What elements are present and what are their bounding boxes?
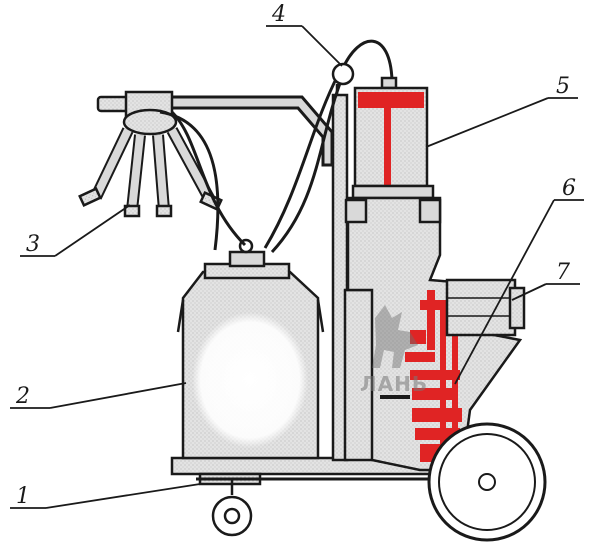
vacuum-gauge	[331, 62, 355, 95]
milking-cluster	[78, 90, 223, 218]
handle-bar	[163, 95, 334, 167]
label-2: 2	[16, 384, 30, 409]
label-6: 6	[562, 176, 576, 201]
label-3: 3	[26, 232, 40, 257]
deer-logo-icon	[372, 305, 418, 368]
hoses	[159, 39, 394, 254]
label-5: 5	[556, 74, 570, 99]
label-1: 1	[16, 484, 30, 509]
support-column	[331, 93, 375, 462]
watermark-text: ЛАНЬ	[360, 372, 429, 396]
rear-wheel	[427, 422, 547, 542]
leader-lines	[10, 25, 584, 509]
front-caster-wheel	[211, 480, 253, 537]
label-7: 7	[556, 260, 570, 285]
milk-can	[176, 238, 325, 460]
label-4: 4	[272, 2, 286, 27]
